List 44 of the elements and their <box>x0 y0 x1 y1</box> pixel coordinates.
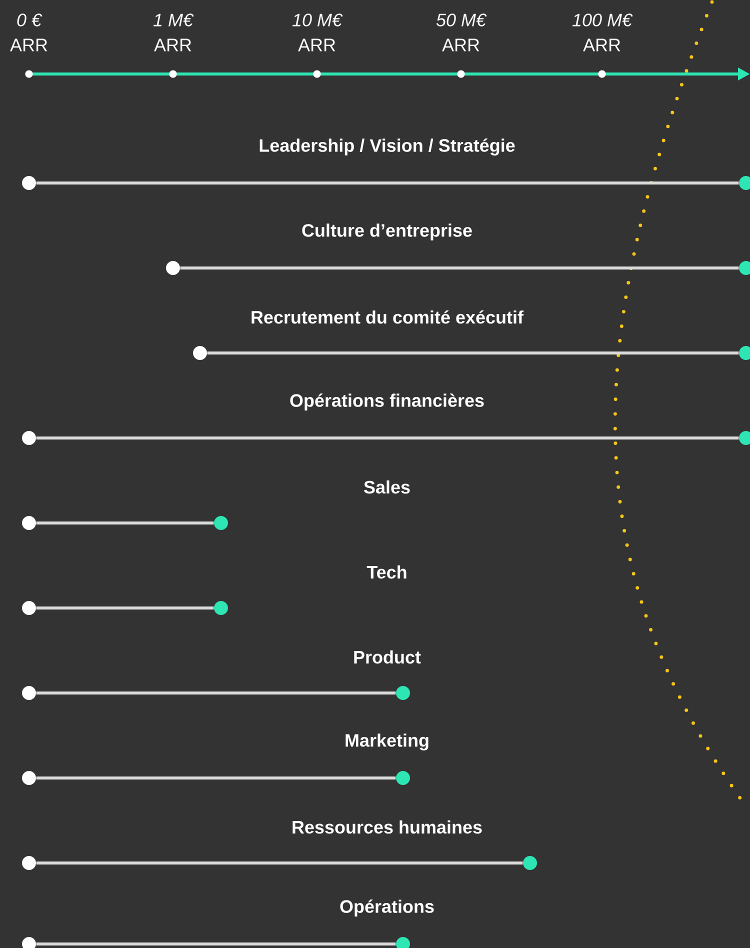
tick-unit: ARR <box>298 38 336 52</box>
bar-title: Opérations <box>340 900 434 916</box>
end-dot <box>396 686 410 700</box>
bar-title: Culture d’entreprise <box>302 224 472 240</box>
end-dot <box>214 516 228 530</box>
bar-line <box>36 692 396 694</box>
tick-value: 50 M€ <box>436 14 487 26</box>
bar-title: Tech <box>366 565 406 579</box>
end-dot <box>214 601 228 615</box>
bar-title: Recrutement du comité exécutif <box>252 310 524 324</box>
bar-line <box>36 182 739 184</box>
bar-title: Ressources humaines <box>292 820 482 834</box>
start-dot <box>166 261 180 275</box>
bar-line <box>36 436 739 440</box>
tick-value: 100 M€ <box>572 14 633 26</box>
bar-title: Sales <box>364 480 410 494</box>
start-dot <box>22 771 36 785</box>
end-dot <box>396 771 410 785</box>
start-dot <box>22 516 36 530</box>
start-dot <box>22 176 36 190</box>
bar-title: Product <box>354 650 421 664</box>
bar-line <box>180 266 739 270</box>
bar-title: Marketing <box>346 734 428 750</box>
tick-value: 10 M€ <box>292 14 343 26</box>
start-dot <box>22 431 36 445</box>
bar-title: Opérations financières <box>290 394 484 410</box>
bar-line <box>36 606 214 610</box>
bar-line <box>36 776 396 780</box>
bar-line <box>36 862 523 864</box>
start-dot <box>22 601 36 615</box>
start-dot <box>193 346 207 360</box>
tick-value: 1 M€ <box>153 14 194 26</box>
start-dot <box>22 856 36 870</box>
tick-value: 0 € <box>17 14 42 26</box>
tick-unit: ARR <box>583 38 620 52</box>
bar-line <box>207 352 739 354</box>
start-dot <box>22 686 36 700</box>
bar-line <box>36 522 214 524</box>
tick-unit: ARR <box>154 38 192 52</box>
tick-unit: ARR <box>442 38 480 52</box>
tick-unit: ARR <box>10 38 48 52</box>
end-dot <box>523 856 537 870</box>
bar-line <box>36 942 396 946</box>
bar-title: Leadership / Vision / Stratégie <box>260 138 515 156</box>
